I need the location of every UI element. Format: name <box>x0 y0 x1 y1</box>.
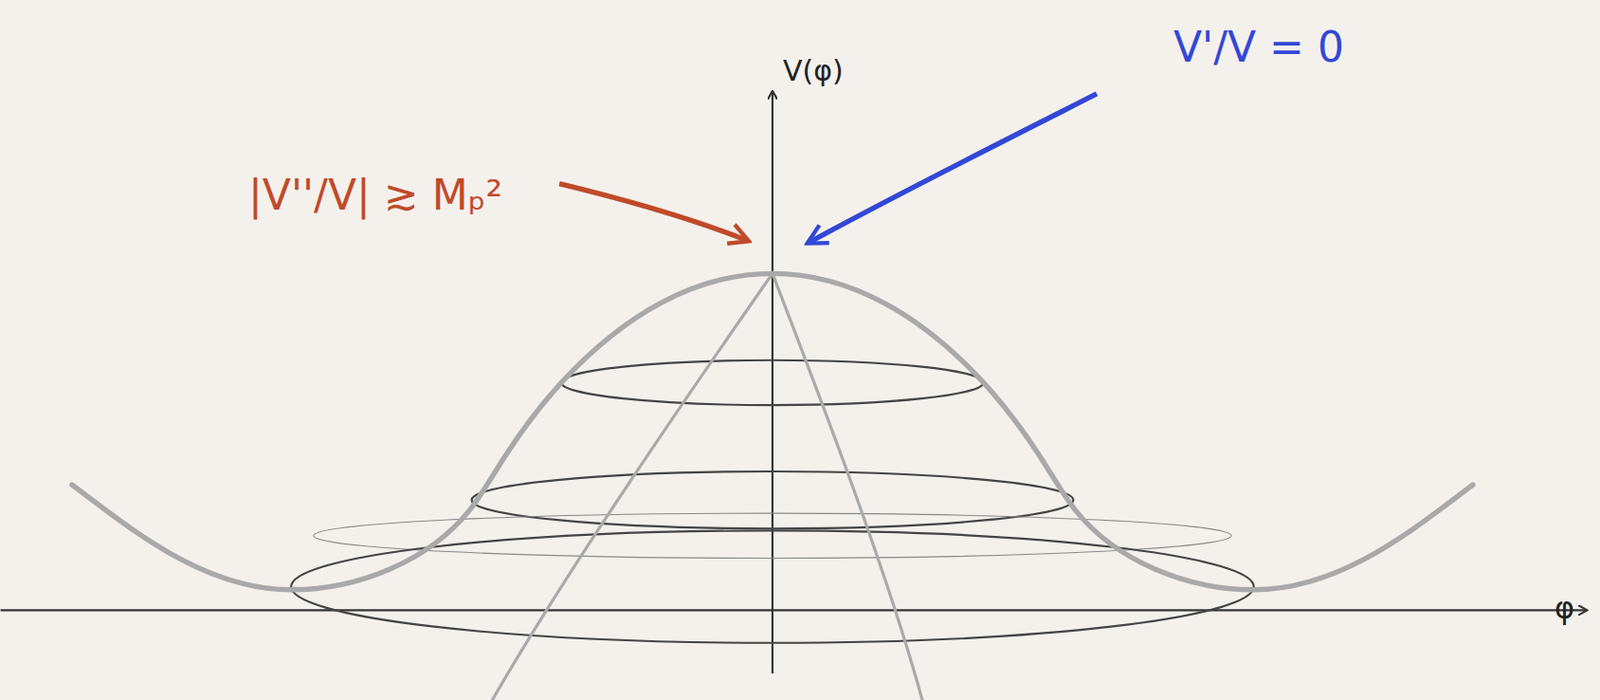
axis-label: V(φ) <box>782 54 844 87</box>
level-ring <box>290 529 1255 642</box>
phi-axis <box>0 608 1587 611</box>
level-ring <box>561 360 983 405</box>
meridian-curve <box>490 272 773 700</box>
level-ring <box>313 512 1232 558</box>
red-arrow <box>559 183 748 241</box>
condition-label: |V''/V| ≳ Mₚ² <box>248 172 503 219</box>
potential-curve <box>72 272 1473 589</box>
blue-arrow <box>808 93 1097 243</box>
condition-label: V'/V = 0 <box>1173 24 1345 71</box>
v-axis <box>771 91 774 673</box>
meridian-curve <box>772 272 924 700</box>
level-ring <box>472 471 1074 528</box>
axis-label: φ <box>1554 591 1575 625</box>
